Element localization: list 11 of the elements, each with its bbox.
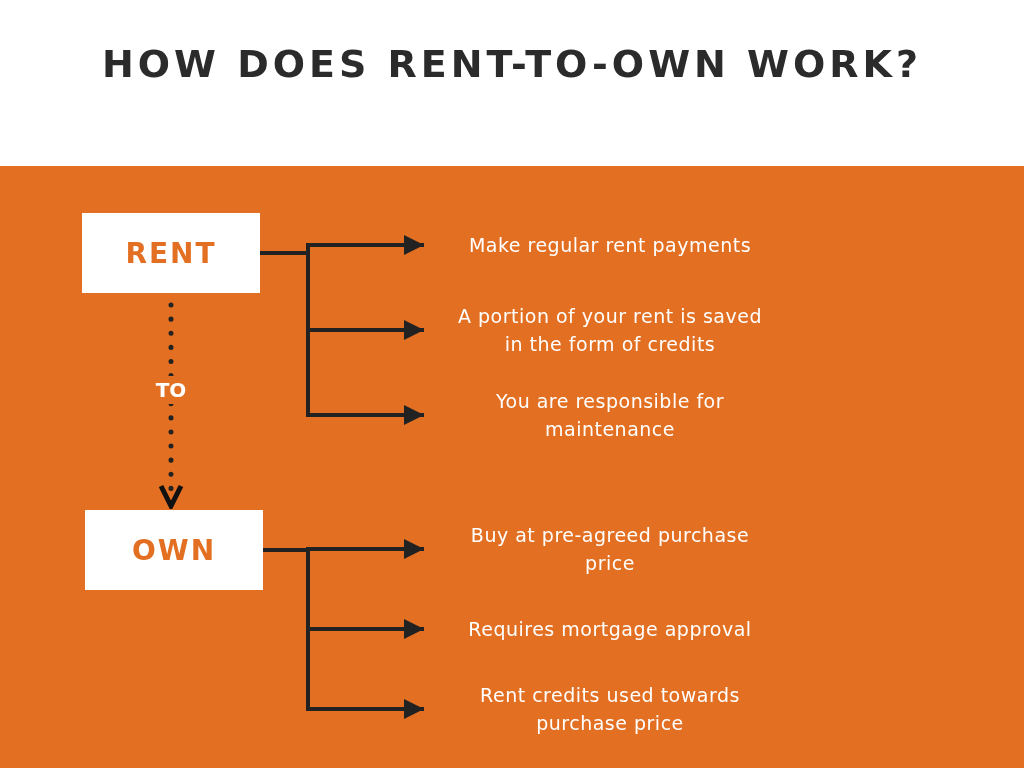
step-text: Make regular rent payments [424, 227, 796, 263]
arrow [158, 302, 184, 509]
step-text: Requires mortgage approval [424, 611, 796, 647]
stage-box: RENT [82, 213, 260, 293]
step-text: Buy at pre-agreed purchase price [424, 521, 796, 577]
step-text: Rent credits used towards purchase price [424, 681, 796, 737]
stage-box: OWN [85, 510, 263, 590]
title: HOW DOES RENT-TO-OWN WORK? [100, 42, 924, 86]
step-text: You are responsible for maintenance [424, 387, 796, 443]
arrow [263, 548, 424, 719]
step-text: A portion of your rent is saved in the form of credits [424, 302, 796, 358]
